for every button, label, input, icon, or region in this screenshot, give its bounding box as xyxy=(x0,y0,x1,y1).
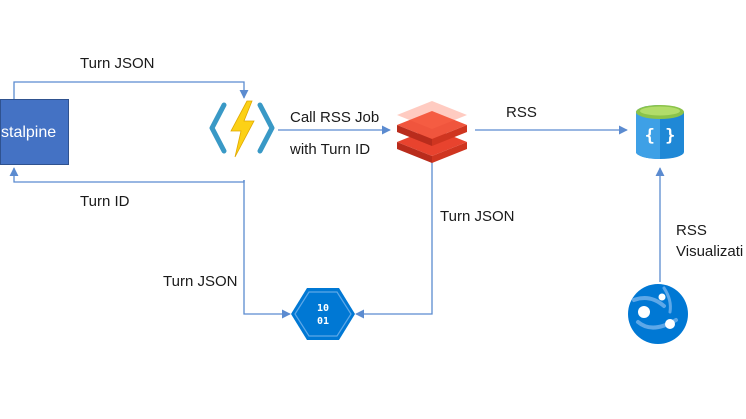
label-rss-visualization-line2: Visualizati xyxy=(676,243,744,260)
svg-text:10: 10 xyxy=(317,303,329,314)
cosmos-db-icon: { } xyxy=(636,105,684,159)
edge-turn-json-top xyxy=(13,81,249,99)
label-call-rss-job-line2: with Turn ID xyxy=(290,141,371,158)
label-rss: RSS xyxy=(506,104,537,121)
source-node: stalpine xyxy=(0,99,69,165)
label-turn-id: Turn ID xyxy=(80,193,130,210)
source-node-label: stalpine xyxy=(1,124,57,141)
label-turn-json-left: Turn JSON xyxy=(163,273,238,290)
edge-turn-json-to-storage-right xyxy=(355,160,433,319)
data-lake-icon: 10 01 xyxy=(291,288,355,340)
label-rss-visualization-line1: RSS xyxy=(676,222,707,239)
edge-turn-id-bottom xyxy=(9,167,245,183)
azure-functions-icon xyxy=(209,100,275,158)
databricks-icon xyxy=(397,101,467,163)
label-turn-json-top: Turn JSON xyxy=(80,55,155,72)
edge-turn-json-to-storage-left xyxy=(243,180,291,319)
label-call-rss-job-line1: Call RSS Job xyxy=(290,109,380,126)
label-turn-json-right: Turn JSON xyxy=(440,208,515,225)
svg-text:{ }: { } xyxy=(645,126,676,146)
web-app-icon xyxy=(628,284,688,344)
svg-text:01: 01 xyxy=(317,316,329,327)
label-rss-visualization: RSS Visualizati xyxy=(676,220,743,262)
